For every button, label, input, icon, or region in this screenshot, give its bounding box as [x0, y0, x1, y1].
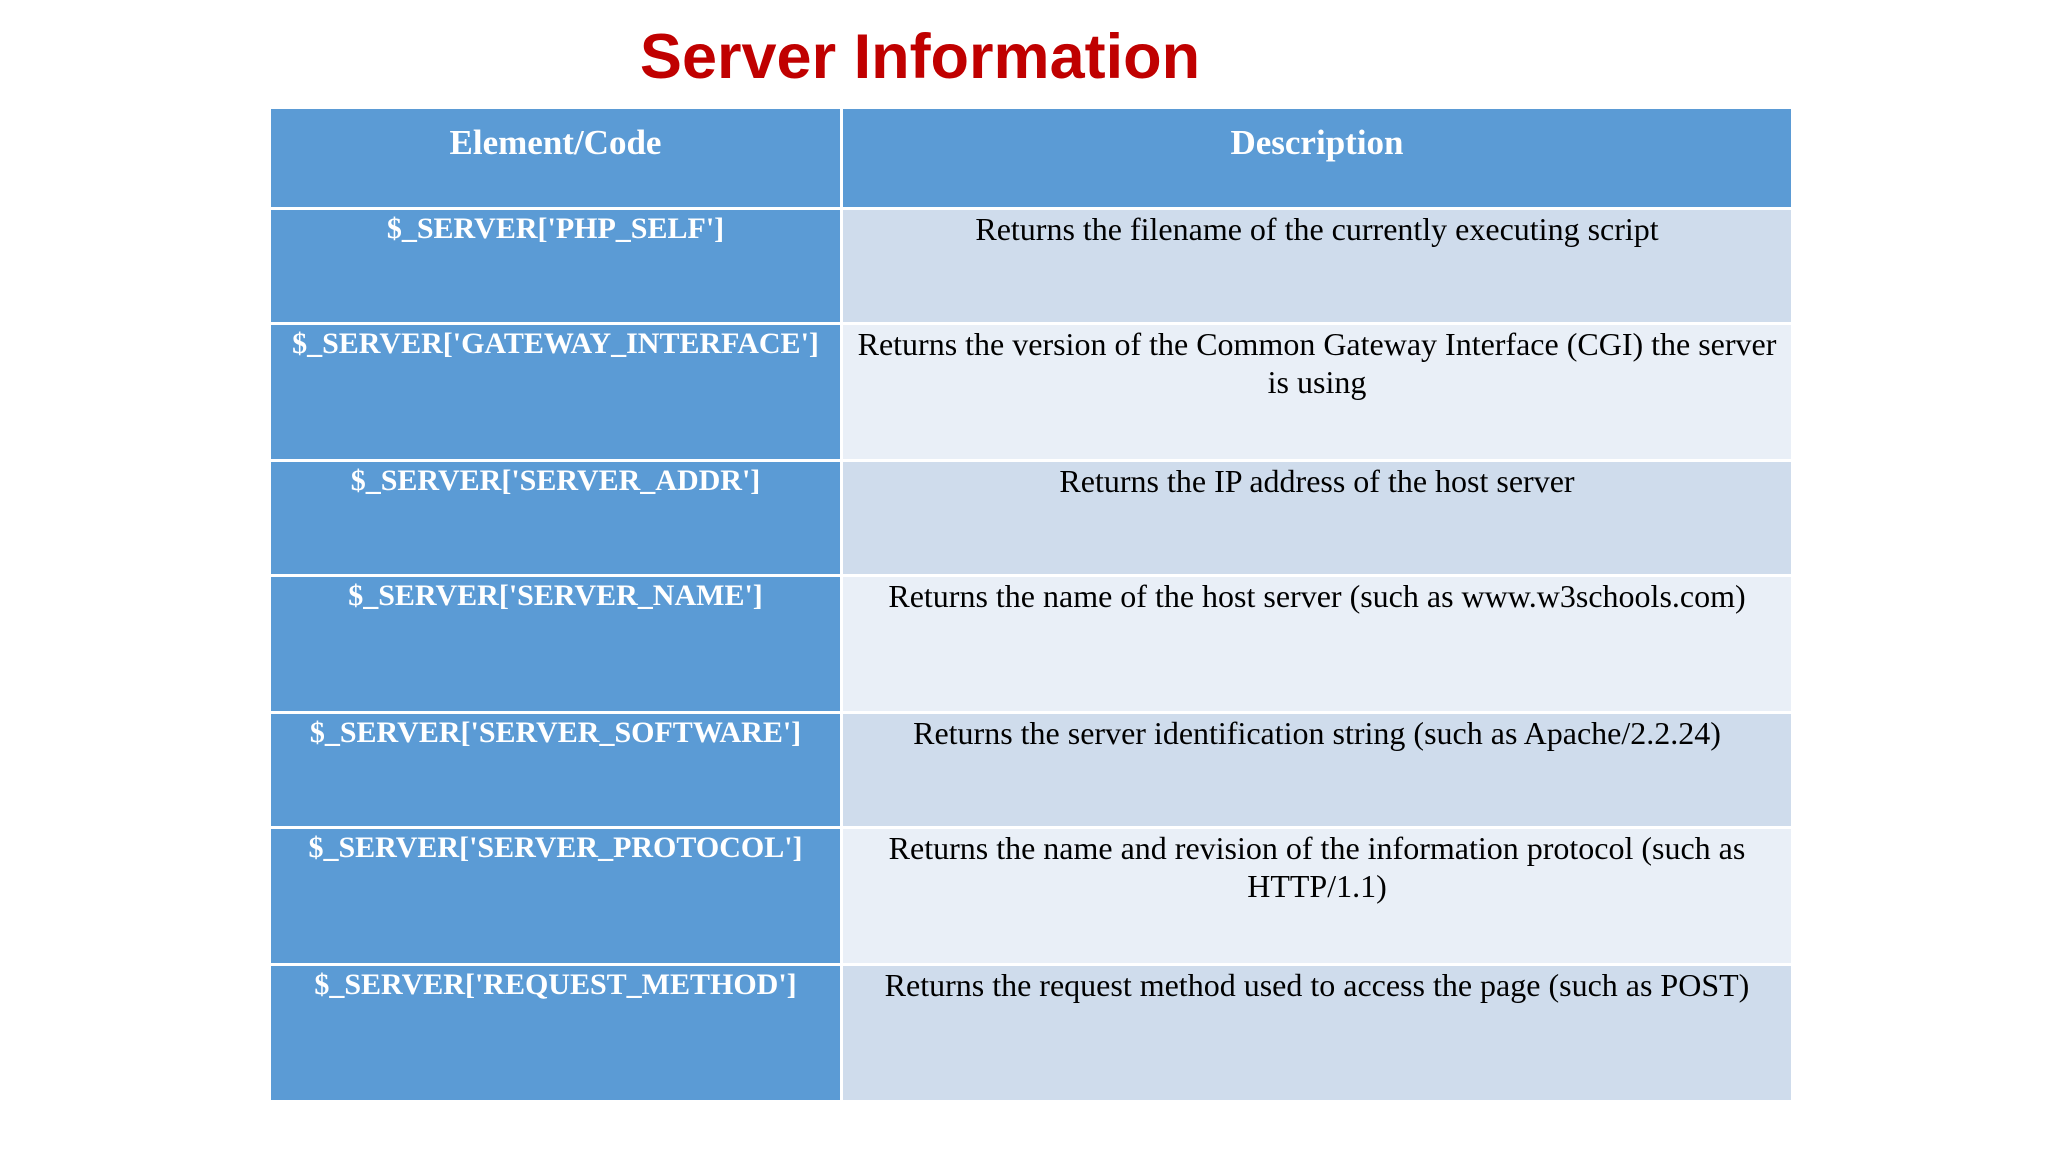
- table-row: $_SERVER['GATEWAY_INTERFACE'] Returns th…: [268, 322, 1794, 462]
- page-title: Server Information: [639, 22, 1201, 92]
- description-cell: Returns the filename of the currently ex…: [840, 207, 1794, 325]
- code-cell: $_SERVER['SERVER_ADDR']: [268, 459, 843, 577]
- description-cell: Returns the name and revision of the inf…: [840, 826, 1794, 966]
- table-row: $_SERVER['SERVER_PROTOCOL'] Returns the …: [268, 826, 1794, 966]
- description-cell: Returns the IP address of the host serve…: [840, 459, 1794, 577]
- column-header-description: Description: [840, 106, 1794, 210]
- code-cell: $_SERVER['SERVER_PROTOCOL']: [268, 826, 843, 966]
- column-header-element-code: Element/Code: [268, 106, 843, 210]
- description-cell: Returns the request method used to acces…: [840, 963, 1794, 1103]
- description-cell: Returns the version of the Common Gatewa…: [840, 322, 1794, 462]
- table-row: $_SERVER['SERVER_ADDR'] Returns the IP a…: [268, 459, 1794, 577]
- table-row: $_SERVER['SERVER_SOFTWARE'] Returns the …: [268, 711, 1794, 829]
- code-cell: $_SERVER['GATEWAY_INTERFACE']: [268, 322, 843, 462]
- code-cell: $_SERVER['PHP_SELF']: [268, 207, 843, 325]
- table-row: $_SERVER['SERVER_NAME'] Returns the name…: [268, 574, 1794, 714]
- table-row: $_SERVER['REQUEST_METHOD'] Returns the r…: [268, 963, 1794, 1103]
- table-header-row: Element/Code Description: [268, 106, 1794, 210]
- table-row: $_SERVER['PHP_SELF'] Returns the filenam…: [268, 207, 1794, 325]
- description-cell: Returns the server identification string…: [840, 711, 1794, 829]
- description-cell: Returns the name of the host server (suc…: [840, 574, 1794, 714]
- code-cell: $_SERVER['SERVER_NAME']: [268, 574, 843, 714]
- server-variables-table: Element/Code Description $_SERVER['PHP_S…: [268, 106, 1794, 1103]
- code-cell: $_SERVER['REQUEST_METHOD']: [268, 963, 843, 1103]
- code-cell: $_SERVER['SERVER_SOFTWARE']: [268, 711, 843, 829]
